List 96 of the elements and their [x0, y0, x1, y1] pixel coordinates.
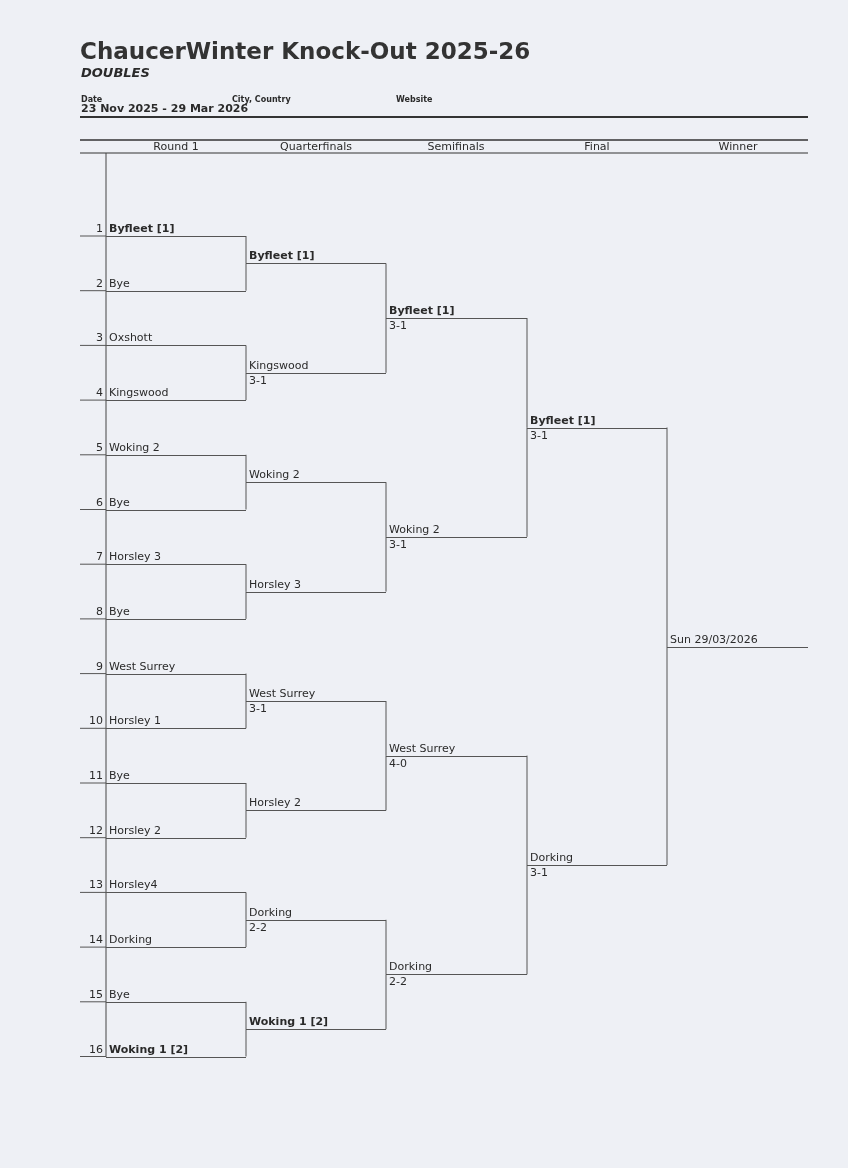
team-name: Byfleet [1] [109, 222, 175, 235]
team-name: Kingswood [249, 358, 309, 372]
seed-number: 10 [88, 714, 103, 728]
column-header: Quarterfinals [279, 140, 353, 153]
bracket-connector [385, 755, 387, 811]
bracket-connector [245, 563, 247, 593]
bracket-connector [245, 809, 247, 839]
team-name: Bye [109, 987, 130, 1001]
bracket-connector [245, 591, 247, 620]
match-score: 3-1 [249, 373, 267, 387]
team-name: Kingswood [109, 386, 169, 400]
bracket-connector [385, 262, 387, 319]
match-score: 3-1 [389, 537, 407, 551]
team-name: Horsley 3 [249, 577, 302, 591]
team-name: Byfleet [1] [530, 413, 596, 427]
seed-number: 6 [95, 495, 103, 509]
team-name: Bye [109, 604, 130, 618]
team-name: Woking 2 [109, 440, 160, 454]
team-name: Dorking [249, 905, 293, 919]
team-name: Horsley4 [109, 878, 158, 892]
bracket-connector [245, 673, 247, 702]
team-name: Woking 1 [2] [249, 1015, 329, 1029]
bracket-connector [526, 317, 528, 428]
match-score: 3-1 [530, 428, 548, 442]
team-name: Dorking [389, 960, 433, 974]
match-score: 4-0 [389, 756, 407, 770]
title: ChaucerWinter Knock-Out 2025-26 [80, 38, 531, 64]
bracket-connector [385, 536, 387, 593]
column-header: Round 1 [152, 140, 200, 153]
team-name: Oxshott [109, 331, 153, 345]
bracket-connector [666, 646, 668, 866]
team-name: Woking 2 [389, 522, 440, 536]
team-name: West Surrey [389, 741, 456, 755]
field-label: Website [396, 94, 433, 106]
team-name: West Surrey [249, 687, 316, 700]
match-score: 2-2 [389, 975, 407, 989]
field-label: Date [81, 94, 103, 104]
seed-number: 1 [95, 222, 103, 235]
team-name: Bye [109, 769, 130, 782]
bracket-connector [245, 891, 247, 921]
match-score: 3-1 [389, 319, 407, 332]
bracket-connector [245, 481, 247, 510]
team-name: Horsley 1 [109, 714, 162, 728]
bracket-connector [245, 919, 247, 948]
team-name: Horsley 2 [249, 796, 302, 810]
team-name: Dorking [109, 933, 153, 947]
team-name: Bye [109, 495, 130, 509]
seed-number: 11 [88, 769, 103, 782]
bracket-connector [385, 481, 387, 538]
field-label: City, Country [232, 94, 291, 104]
seed-number: 12 [88, 823, 103, 837]
column-header: Winner [717, 140, 759, 153]
seed-number: 4 [95, 386, 103, 400]
bracket-connector [245, 262, 247, 292]
seed-number: 5 [95, 440, 103, 454]
bracket-connector [245, 454, 247, 483]
team-name: Horsley 2 [109, 823, 162, 837]
bracket-connector [385, 700, 387, 757]
team-name: Bye [109, 276, 130, 290]
match-score: 2-2 [249, 920, 267, 934]
bracket-connector [385, 919, 387, 975]
bracket-connector [245, 1028, 247, 1057]
subtitle: DOUBLES [81, 66, 150, 79]
bracket-connector [526, 427, 528, 538]
team-name: Byfleet [1] [249, 249, 315, 263]
column-header: Final [583, 140, 611, 153]
match-date: Sun 29/03/2026 [670, 633, 758, 646]
team-name: Woking 2 [249, 468, 300, 482]
seed-number: 2 [95, 276, 103, 290]
bracket-connector [526, 755, 528, 866]
seed-number: 9 [95, 659, 103, 673]
seed-number: 14 [88, 933, 103, 947]
seed-number: 7 [95, 550, 103, 564]
column-header: Semifinals [426, 140, 486, 153]
team-name: West Surrey [109, 659, 176, 673]
bracket-connector [385, 317, 387, 374]
bracket-connector [245, 1001, 247, 1030]
bracket-connector [245, 782, 247, 811]
bracket-connector [245, 700, 247, 729]
team-name: Byfleet [1] [389, 304, 455, 317]
seed-number: 3 [95, 331, 103, 345]
bracket-connector [385, 973, 387, 1030]
seed-number: 13 [88, 878, 103, 892]
team-name: Woking 1 [2] [109, 1042, 189, 1056]
bracket-connector [245, 344, 247, 374]
seed-number: 8 [95, 604, 103, 618]
match-score: 3-1 [530, 866, 548, 880]
bracket-connector [245, 235, 247, 264]
bracket-connector [526, 864, 528, 975]
team-name: Horsley 3 [109, 550, 162, 564]
bracket-connector [666, 427, 668, 648]
seed-number: 16 [88, 1042, 103, 1056]
team-name: Dorking [530, 851, 574, 865]
bracket-connector [245, 372, 247, 401]
match-score: 3-1 [249, 702, 267, 715]
seed-number: 15 [88, 987, 103, 1001]
